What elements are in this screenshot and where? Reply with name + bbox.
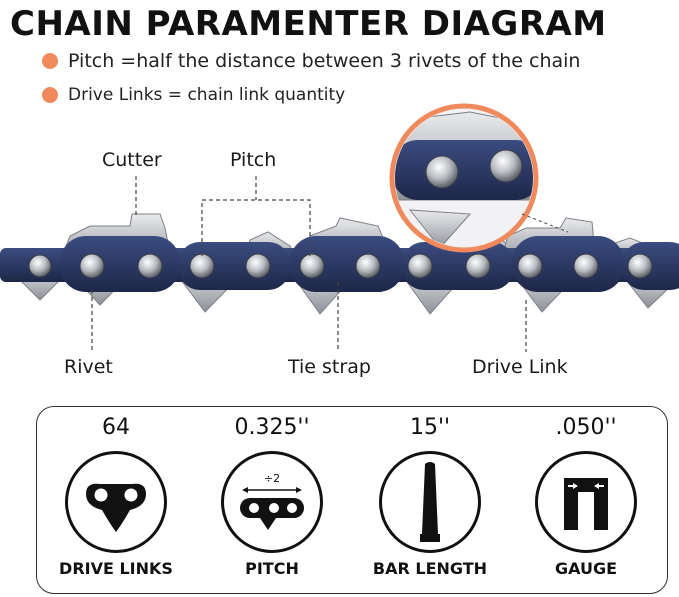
- chain-illustration: [0, 100, 679, 400]
- bullet-text: Pitch =half the distance between 3 rivet…: [68, 50, 580, 72]
- spec-value: 64: [41, 415, 191, 440]
- spec-caption: PITCH: [187, 559, 357, 578]
- spec-value: 15'': [355, 415, 505, 440]
- bullet-dot-icon: [42, 53, 58, 69]
- spec-icon-circle: [65, 451, 167, 553]
- spec-pitch: 0.325'' ÷2 PITCH: [197, 407, 347, 595]
- label-drive-link: Drive Link: [472, 356, 568, 378]
- drive-link-icon: [68, 454, 164, 550]
- label-rivet: Rivet: [64, 356, 113, 378]
- gauge-icon: [538, 454, 634, 550]
- zoom-inset: [392, 106, 542, 250]
- label-tie-strap: Tie strap: [288, 356, 371, 378]
- spec-icon-circle: [379, 451, 481, 553]
- label-cutter: Cutter: [102, 149, 162, 171]
- label-pitch: Pitch: [230, 149, 276, 171]
- spec-caption: BAR LENGTH: [345, 559, 515, 578]
- spec-caption: DRIVE LINKS: [31, 559, 201, 578]
- spec-caption: GAUGE: [501, 559, 671, 578]
- spec-gauge: .050'' GAUGE: [511, 407, 661, 595]
- pitch-divide-text: ÷2: [264, 472, 280, 485]
- spec-icon-circle: ÷2: [221, 451, 323, 553]
- pitch-icon: ÷2: [224, 454, 320, 550]
- page-title: CHAIN PARAMENTER DIAGRAM: [10, 4, 670, 44]
- spec-drive-links: 64 DRIVE LINKS: [41, 407, 191, 595]
- spec-panel: 64 DRIVE LINKS 0.325'' ÷2: [36, 406, 668, 594]
- bar-icon: [382, 454, 478, 550]
- spec-value: 0.325'': [197, 415, 347, 440]
- bullet-pitch-definition: Pitch =half the distance between 3 rivet…: [42, 50, 580, 72]
- spec-bar-length: 15'' BAR LENGTH: [355, 407, 505, 595]
- spec-value: .050'': [511, 415, 661, 440]
- spec-icon-circle: [535, 451, 637, 553]
